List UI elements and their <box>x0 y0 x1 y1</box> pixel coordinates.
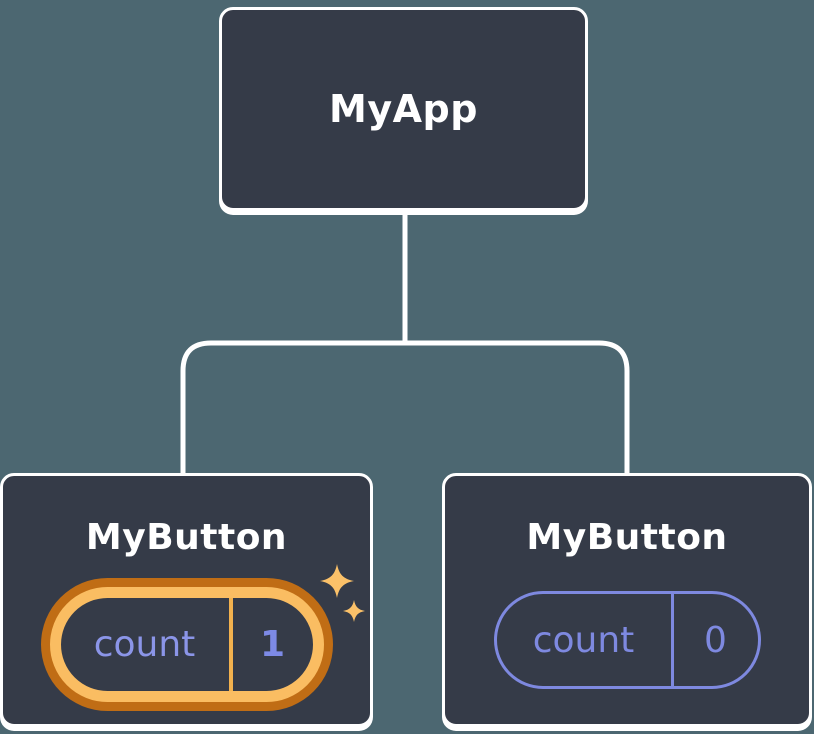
state-pill-divider <box>228 598 233 692</box>
state-name-cell: count <box>497 594 671 686</box>
state-pill-highlighted: count 1 <box>49 587 324 703</box>
node-myapp-label: MyApp <box>329 87 478 131</box>
state-name-label: count <box>532 619 635 661</box>
node-mybutton-left: MyButton count 1 <box>0 473 373 727</box>
node-mybutton-right: MyButton count 0 <box>442 473 812 727</box>
node-mybutton-left-label: MyButton <box>85 517 288 558</box>
state-value-label: 0 <box>704 619 727 661</box>
state-pill-normal: count 0 <box>493 591 761 690</box>
state-name-label: count <box>93 624 196 666</box>
node-mybutton-right-label: MyButton <box>526 517 728 558</box>
state-pill-divider <box>670 594 674 687</box>
state-value-label: 1 <box>259 624 286 666</box>
state-name-cell: count <box>61 598 229 691</box>
node-myapp: MyApp <box>219 7 588 211</box>
state-value-cell: 0 <box>674 594 758 686</box>
state-value-cell: 1 <box>233 598 313 691</box>
connector-branch-bracket <box>180 340 630 480</box>
